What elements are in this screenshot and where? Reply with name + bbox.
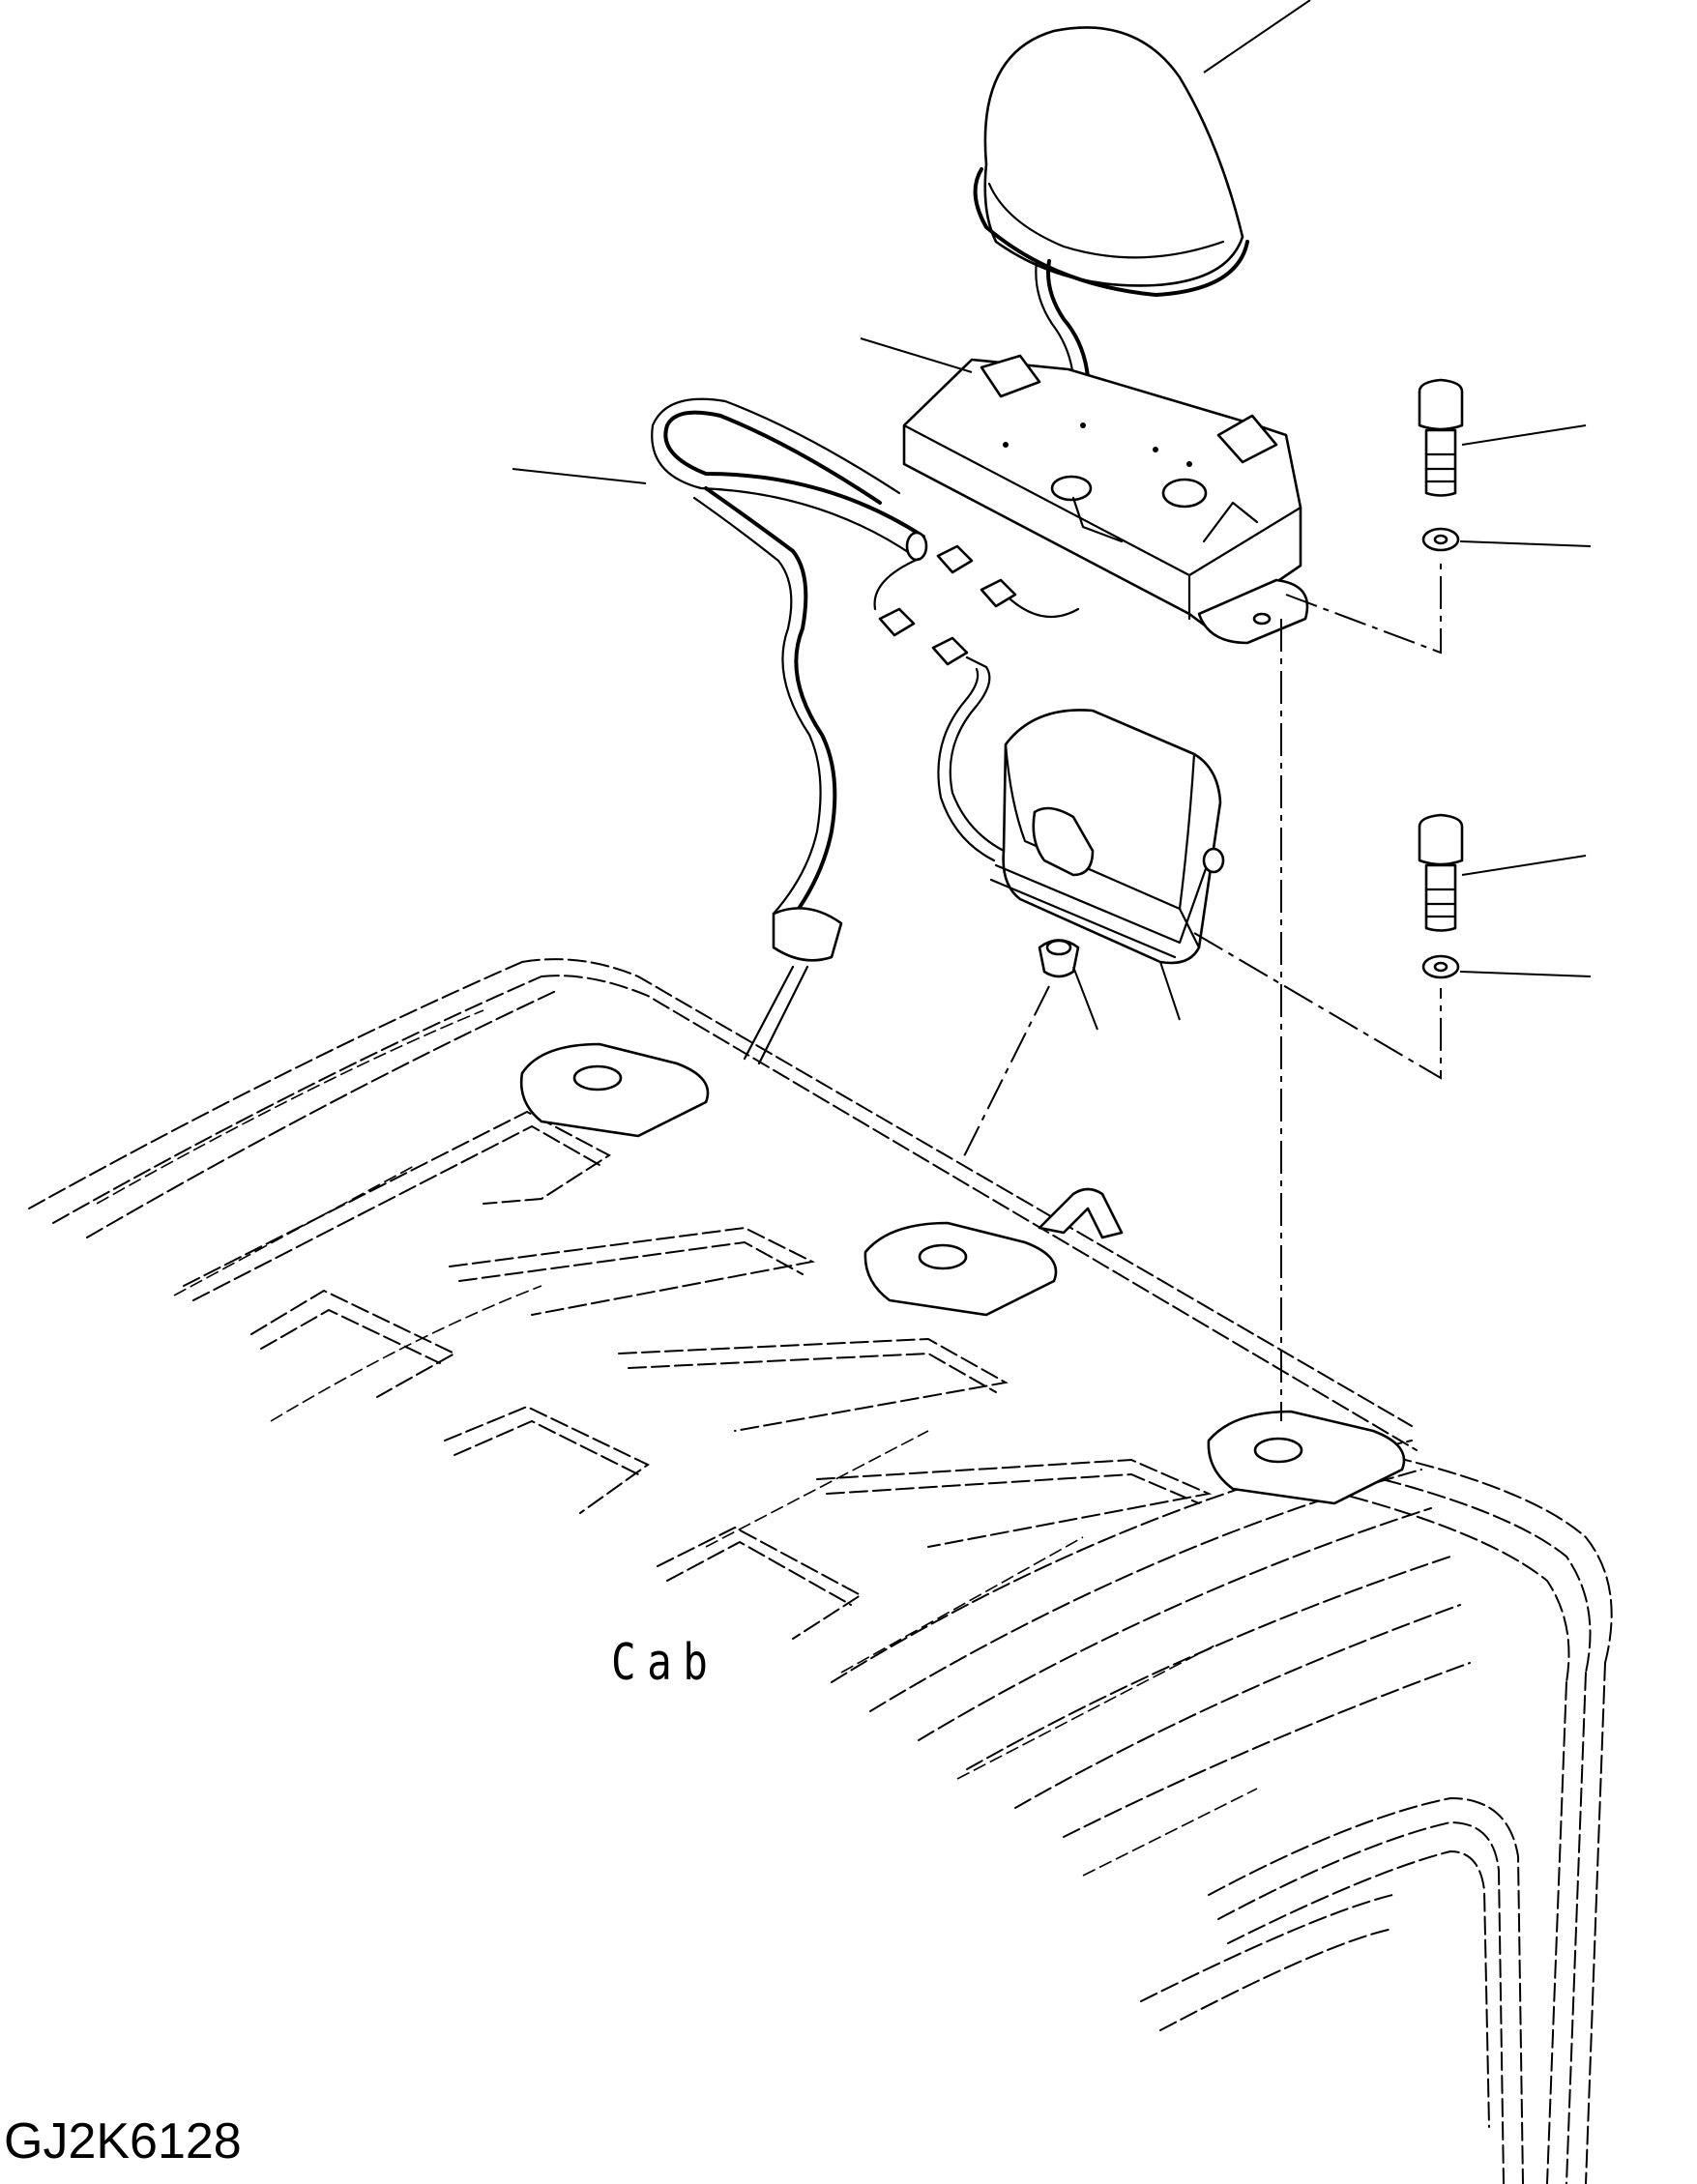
beacon-lamp — [973, 0, 1311, 297]
mount-pad-left — [519, 1042, 710, 1138]
drawing-reference-number: GJ2K6128 — [4, 2113, 242, 2169]
roof-panels — [183, 1110, 1213, 1640]
washer-lower — [1421, 954, 1592, 979]
assembly-lines — [961, 561, 1442, 1421]
mounting-bracket — [860, 337, 1309, 645]
mount-pad-right — [1207, 1410, 1406, 1505]
work-lamp — [937, 665, 1225, 1021]
cab-label: Cab — [611, 1634, 719, 1692]
bolt-upper — [1418, 378, 1587, 497]
washer-upper — [1421, 527, 1592, 552]
wire-harness — [512, 397, 1080, 1065]
mount-pad-center — [863, 1221, 1058, 1317]
cab-roof — [28, 958, 1613, 2184]
nut — [1038, 939, 1098, 1031]
bolt-lower — [1418, 813, 1587, 932]
cable-clip — [1038, 1187, 1124, 1239]
